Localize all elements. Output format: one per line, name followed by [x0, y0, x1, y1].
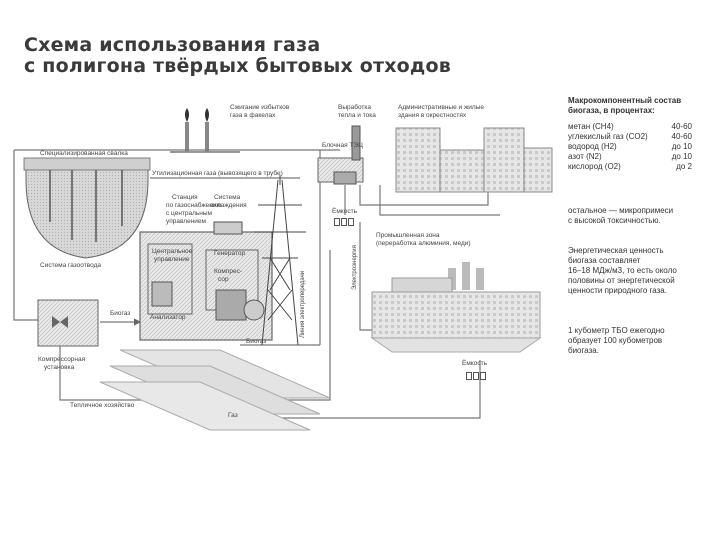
- cooling-label-2: охлаждения: [210, 202, 247, 209]
- note-2-3: 16–18 МДж/м3, то есть около: [568, 266, 677, 275]
- industrial-zone-label-2: (переработка алюминия, меди): [376, 240, 471, 247]
- note-2-5: ценности природного газа.: [568, 286, 667, 295]
- component-value: до 10: [671, 142, 692, 151]
- flare-label-2: газа в факелах: [230, 112, 276, 119]
- component-row: углекислый газ (CO2) 40-60: [568, 132, 692, 142]
- generator-label: Генератор: [214, 250, 246, 257]
- diagram-title-line1: Схема использования газа: [24, 34, 321, 56]
- gas-collection-label: Система газоотвода: [40, 262, 101, 269]
- note-3-2: образует 100 кубометров: [568, 336, 663, 345]
- gas-bottom-label: Газ: [228, 412, 238, 419]
- diagram-title-line2: с полигона твёрдых бытовых отходов: [24, 55, 451, 77]
- capacity-box: [473, 372, 479, 380]
- component-row: кислород (O2) до 2: [568, 162, 692, 172]
- power-line-label: Линия электропередачи: [300, 270, 306, 338]
- component-value: до 10: [671, 152, 692, 161]
- compressor-unit: [37, 299, 99, 347]
- biogas-left-label: Биогаз: [110, 310, 131, 317]
- admin-label: Административные и жилые: [398, 104, 485, 111]
- component-row: азот (N2) до 10: [568, 152, 692, 162]
- component-value: 40-60: [671, 132, 692, 141]
- capacity-box: [334, 218, 340, 226]
- central-label-2: управление: [154, 256, 190, 263]
- component-name: азот (N2): [568, 152, 602, 161]
- greenhouse-label: Тепличное хозяйство: [70, 402, 135, 409]
- compressor-label-2: сор: [218, 276, 229, 283]
- landfill-label: Специализированная свалка: [40, 150, 128, 157]
- note-3: 1 кубометр ТБО ежегодно: [568, 326, 665, 335]
- component-row: метан (CH4) 40-60: [568, 122, 692, 132]
- station-label-2: по газоснабжению: [166, 202, 222, 209]
- component-name: метан (CH4): [568, 122, 614, 131]
- note-1-2: с высокой токсичностью.: [568, 216, 661, 225]
- compressor-label: Компрес-: [214, 268, 243, 275]
- landfill-dome: [23, 157, 151, 259]
- power-supply-label: Электроэнергия: [352, 245, 358, 290]
- capacity-box: [341, 218, 347, 226]
- capacity-box: [466, 372, 472, 380]
- component-name: водород (H2): [568, 142, 617, 151]
- station-label-4: управлением: [166, 218, 207, 225]
- boiler-house: [317, 125, 364, 185]
- compressor-unit-label: Компрессорная: [38, 356, 86, 363]
- capacity-bottom-label: Ёмкость: [462, 360, 487, 367]
- compressor-unit-label-2: установка: [44, 364, 75, 371]
- component-value: до 2: [676, 162, 692, 171]
- admin-label-2: здания в окрестностях: [398, 112, 467, 119]
- production-label: Выработка: [338, 104, 372, 111]
- cooling-label: Система: [214, 194, 241, 201]
- biogas-bottom-label: Биогаз: [246, 338, 267, 345]
- note-2-2: биогаза составляет: [568, 256, 641, 265]
- flare-stacks: [170, 108, 240, 153]
- capacity-top-label: Ёмкость: [332, 208, 357, 215]
- component-name: углекислый газ (CO2): [568, 132, 648, 141]
- component-name: кислород (O2): [568, 162, 621, 171]
- note-3-3: биогаза.: [568, 346, 599, 355]
- component-row: водород (H2) до 10: [568, 142, 692, 152]
- note-2-4: половины от энергетической: [568, 276, 675, 285]
- power-pylon: [254, 175, 306, 346]
- capacity-box: [480, 372, 486, 380]
- flare-label: Сжигание избытков: [230, 104, 290, 111]
- component-value: 40-60: [671, 122, 692, 131]
- capacity-box: [348, 218, 354, 226]
- station-label-3: с центральным: [166, 210, 213, 217]
- gas-station: [139, 221, 273, 341]
- gas-utilization-label: Утилизационная газа (вывозящего в трубе): [152, 170, 283, 177]
- central-label: Центральное: [152, 248, 193, 255]
- industrial-zone: [370, 262, 542, 353]
- composition-heading: Макрокомпонентный состав: [568, 96, 682, 105]
- boiler-label: Блочная ТЭЦ: [322, 142, 363, 149]
- composition-heading-2: биогаза, в процентах:: [568, 106, 655, 115]
- industrial-zone-label: Промышленная зона: [376, 232, 440, 239]
- analyzer-label: Анализатор: [150, 314, 186, 321]
- production-label-2: тепла и тока: [338, 112, 376, 119]
- note-2: Энергетическая ценность: [568, 246, 664, 255]
- admin-buildings: [395, 127, 553, 193]
- note-1: остальное — микропримеси: [568, 206, 674, 215]
- greenhouse: [99, 349, 331, 431]
- station-label: Станция: [172, 194, 198, 201]
